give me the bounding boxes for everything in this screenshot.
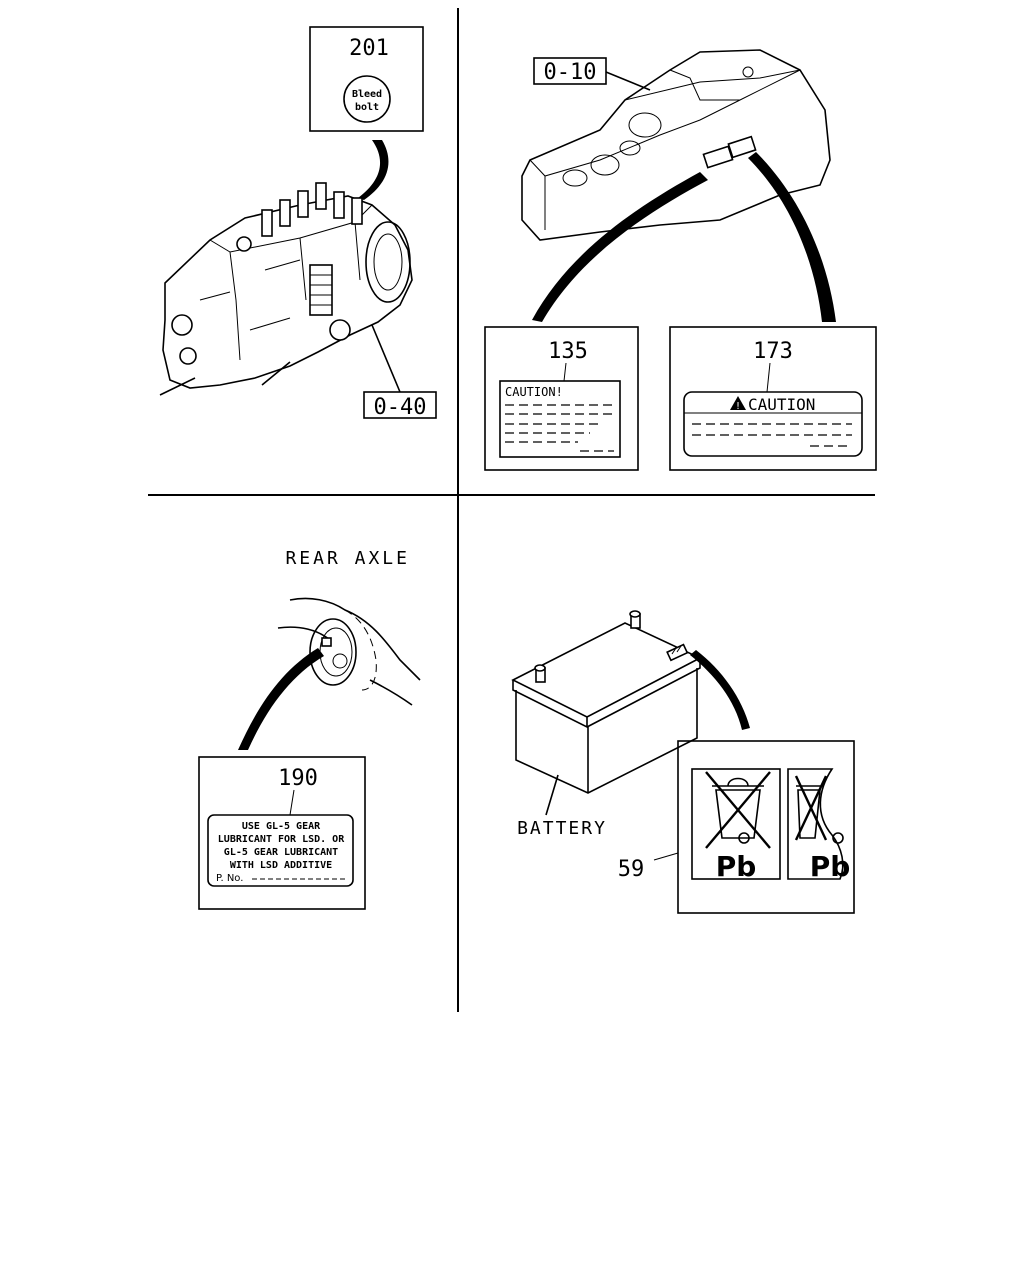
battery-drawing [511,610,702,794]
label-173-ref: 173 [753,339,793,364]
frame-bracket-drawing [521,49,831,241]
bleed-bolt-text-1: Bleed [352,89,382,100]
frame-quadrant: 0-10 135 CAUTION! [484,49,877,471]
label-135-callout[interactable]: 135 CAUTION! [484,326,639,471]
bleed-bolt-label-icon [343,75,391,123]
crossed-out-wheelie-bin-icon-2 [794,775,844,844]
label-173-leader [748,152,836,322]
lsd-label-part-no: P. No. [216,873,243,884]
rear-axle-title: REAR AXLE [285,548,410,569]
part-0-10-leader [605,71,651,91]
bleed-bolt-text-2: bolt [355,102,379,113]
label-190-ref: 190 [278,766,318,791]
part-0-40-callout[interactable]: 0-40 [363,391,437,420]
battery-quadrant: BATTERY 59 Pb [511,610,855,914]
lsd-label-line-4: WITH LSD ADDITIVE [230,860,332,871]
crossed-out-wheelie-bin-icon [705,771,771,849]
part-0-10-ref: 0-10 [544,60,597,85]
label-135-ref: 135 [548,339,588,364]
injection-pump-drawing [159,182,413,396]
label-59-ref: 59 [618,857,645,882]
svg-text:!: ! [735,401,741,412]
battery-title-leader [545,774,559,816]
pb-symbol-text-1: Pb [716,850,757,883]
rear-axle-drawing [277,597,421,706]
label-173-caution-text: CAUTION [748,395,815,414]
lsd-label-line-3: GL-5 GEAR LUBRICANT [224,847,338,858]
part-0-40-leader [371,324,401,393]
rear-axle-quadrant: REAR AXLE 190 USE GL-5 GEAR LUBRICANT FO… [198,548,421,910]
warning-triangle-icon [730,396,746,410]
label-135-leader [532,172,708,322]
label-201-ref: 201 [349,36,389,61]
label-59-callout[interactable]: 59 Pb Pb [618,740,855,914]
pb-symbol-text-2: Pb [810,850,851,883]
lsd-label-line-2: LUBRICANT FOR LSD. OR [218,834,345,845]
injection-pump-quadrant: 201 Bleed bolt [159,26,437,420]
quadrant-dividers [148,8,875,1012]
label-135-caution-text: CAUTION! [505,385,563,399]
label-190-leader [238,648,324,750]
label-173-callout[interactable]: 173 ! CAUTION [669,326,877,471]
label-201-callout[interactable]: 201 Bleed bolt [309,26,424,132]
label-190-callout[interactable]: 190 USE GL-5 GEAR LUBRICANT FOR LSD. OR … [198,756,366,910]
part-0-40-ref: 0-40 [374,395,427,420]
part-0-10-callout[interactable]: 0-10 [533,57,607,85]
battery-title: BATTERY [517,818,607,839]
label-59-leader [690,650,750,730]
lsd-label-line-1: USE GL-5 GEAR [242,821,321,832]
label-201-leader [358,140,389,200]
